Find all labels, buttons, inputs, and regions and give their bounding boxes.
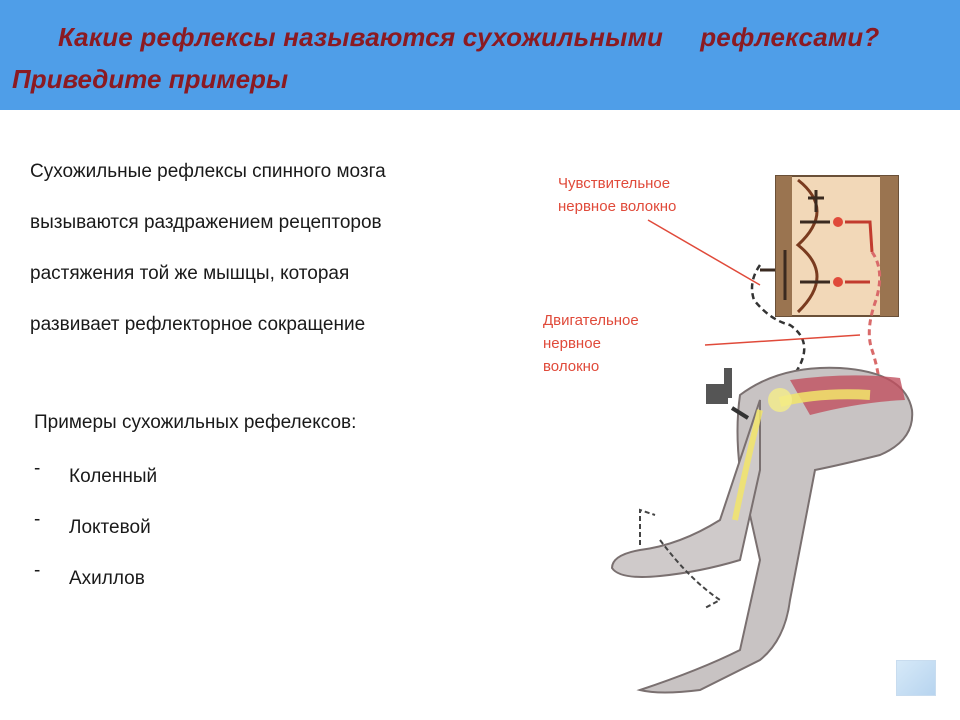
slide-title-line-2: Приведите примеры xyxy=(12,64,289,94)
leg xyxy=(610,366,914,694)
sensory-fiber-label-line: Чувствительное xyxy=(558,175,671,192)
sensory-fiber-label-line: нервное волокно xyxy=(558,198,677,215)
leg-swing-arrow xyxy=(639,508,722,609)
motor-fiber-label-line: Двигательное xyxy=(543,312,639,329)
spinal-cord-segment xyxy=(760,175,899,317)
list-bullet: - xyxy=(34,509,41,530)
description-line: растяжения той же мышцы, которая xyxy=(30,263,350,284)
title-bar: Какие рефлексы называются сухожильными р… xyxy=(0,0,960,110)
corner-decoration xyxy=(896,660,936,696)
examples-heading: Примеры сухожильных рефелексов: xyxy=(34,412,357,433)
list-item-label: Локтевой xyxy=(69,517,151,538)
list-item-label: Ахиллов xyxy=(69,568,145,589)
motor-fiber-label: Двигательное нервное волокно xyxy=(543,309,639,378)
reflex-hammer xyxy=(706,368,750,420)
slide-title-line-1: Какие рефлексы называются сухожильными р… xyxy=(58,22,880,52)
description-paragraph: Сухожильные рефлексы спинного мозга вызы… xyxy=(30,146,500,350)
sensory-label-pointer xyxy=(647,219,761,286)
list-bullet: - xyxy=(34,560,41,581)
knee-reflex-illustration xyxy=(610,175,914,694)
motor-fiber-label-line: нервное xyxy=(543,335,601,352)
motor-fiber-label-line: волокно xyxy=(543,358,600,375)
description-line: развивает рефлекторное сокращение xyxy=(30,314,366,335)
description-line: вызываются раздражением рецепторов xyxy=(30,212,382,233)
motor-label-pointer xyxy=(704,334,861,346)
list-item-label: Коленный xyxy=(69,466,158,487)
sensory-fiber-label: Чувствительное нервное волокно xyxy=(558,172,676,218)
list-bullet: - xyxy=(34,458,41,479)
description-line: Сухожильные рефлексы спинного мозга xyxy=(30,161,386,182)
